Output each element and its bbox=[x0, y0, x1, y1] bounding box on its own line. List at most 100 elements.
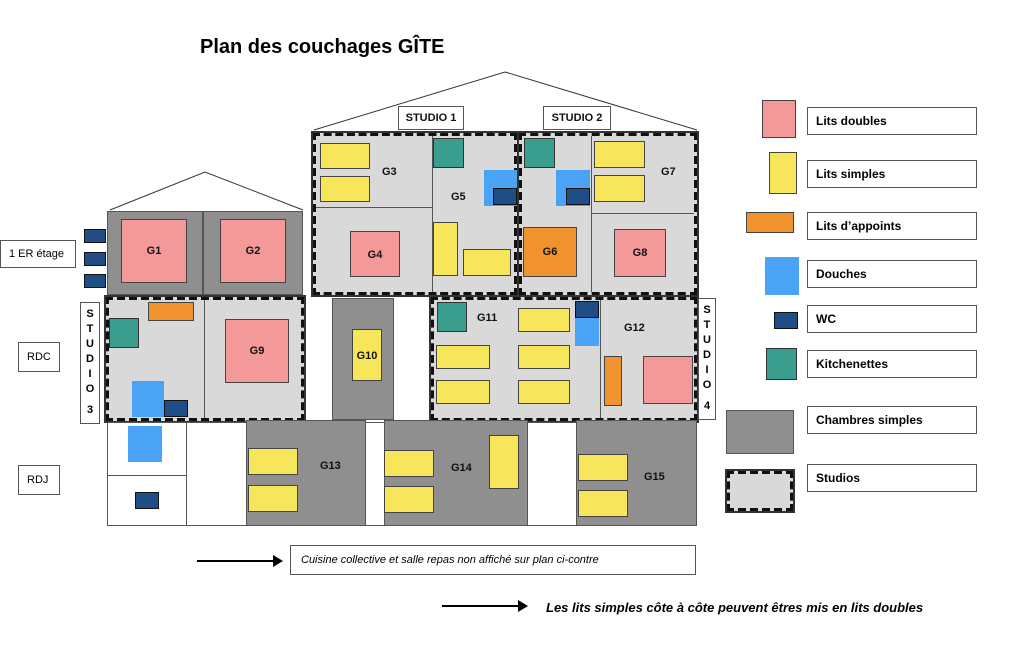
room-label-g7: G7 bbox=[661, 166, 676, 178]
page-title: Plan des couchages GÎTE bbox=[200, 36, 445, 58]
note-lits: Les lits simples côte à côte peuvent êtr… bbox=[546, 599, 924, 615]
room-label-g4: G4 bbox=[350, 231, 400, 277]
roof-label-studio1: STUDIO 1 bbox=[398, 106, 464, 130]
single-bed bbox=[518, 308, 570, 332]
legend-swatch-wc bbox=[774, 312, 798, 329]
single-bed bbox=[436, 345, 490, 369]
arrow-icon bbox=[197, 555, 283, 567]
side-letter: 3 bbox=[86, 404, 94, 416]
legend-studios: Studios bbox=[807, 464, 977, 492]
studio-3-side-label: S T U D I O 3 bbox=[80, 302, 100, 424]
single-bed bbox=[384, 450, 434, 477]
arrow-icon bbox=[442, 600, 528, 612]
wc-icon bbox=[84, 252, 106, 266]
side-letter: U bbox=[703, 334, 711, 346]
side-letter: D bbox=[86, 353, 94, 365]
legend-swatch-kitchenettes bbox=[766, 348, 797, 380]
side-letter: T bbox=[703, 319, 711, 331]
room-label-g15: G15 bbox=[644, 471, 665, 483]
single-bed bbox=[578, 490, 628, 517]
single-bed bbox=[594, 141, 645, 168]
legend-swatch-chambres bbox=[726, 410, 794, 454]
kitchenette-icon bbox=[433, 138, 464, 168]
wc-icon bbox=[135, 492, 159, 509]
legend-kitchenettes: Kitchenettes bbox=[807, 350, 977, 378]
divider bbox=[107, 475, 187, 476]
room-label-g8: G8 bbox=[614, 229, 666, 277]
single-bed bbox=[578, 454, 628, 481]
single-bed bbox=[518, 380, 570, 404]
room-label-g9: G9 bbox=[225, 319, 289, 383]
side-letter: I bbox=[705, 364, 709, 376]
divider bbox=[600, 300, 601, 418]
divider bbox=[204, 300, 205, 418]
wc-icon bbox=[493, 188, 517, 205]
studio-4-side-label: S T U D I O 4 bbox=[698, 298, 716, 420]
note-cuisine: Cuisine collective et salle repas non af… bbox=[290, 545, 696, 575]
side-letter: T bbox=[86, 323, 94, 335]
side-letter: O bbox=[85, 383, 95, 395]
wc-icon bbox=[566, 188, 590, 205]
single-bed bbox=[436, 380, 490, 404]
floor-label-first: 1 ER étage bbox=[0, 240, 76, 268]
room-label-g6: G6 bbox=[523, 227, 577, 277]
double-bed bbox=[643, 356, 693, 404]
legend-swatch-douches bbox=[765, 257, 799, 295]
single-bed bbox=[248, 448, 298, 475]
legend-douches: Douches bbox=[807, 260, 977, 288]
floor-label-rdc: RDC bbox=[18, 342, 60, 372]
single-bed bbox=[463, 249, 511, 276]
wc-icon bbox=[164, 400, 188, 417]
shower-icon bbox=[128, 426, 162, 462]
room-label-g5: G5 bbox=[451, 191, 466, 203]
single-bed bbox=[594, 175, 645, 202]
room-label-g3: G3 bbox=[382, 166, 397, 178]
kitchenette-icon bbox=[524, 138, 555, 168]
legend-appoints: Lits d’appoints bbox=[807, 212, 977, 240]
divider bbox=[186, 422, 187, 526]
legend-doubles: Lits doubles bbox=[807, 107, 977, 135]
room-label-g1: G1 bbox=[121, 219, 187, 283]
side-letter: O bbox=[702, 379, 712, 391]
room-label-g14: G14 bbox=[451, 462, 472, 474]
shower-icon bbox=[132, 381, 164, 417]
divider bbox=[591, 136, 592, 292]
single-bed bbox=[248, 485, 298, 512]
side-letter: D bbox=[703, 349, 711, 361]
single-bed bbox=[320, 176, 370, 202]
shower-icon bbox=[575, 318, 599, 346]
divider bbox=[591, 213, 694, 214]
legend-swatch-appoints bbox=[746, 212, 794, 233]
divider bbox=[432, 136, 433, 292]
side-letter: 4 bbox=[703, 400, 711, 412]
wc-icon bbox=[84, 229, 106, 243]
single-bed bbox=[320, 143, 370, 169]
single-bed bbox=[489, 435, 519, 489]
side-letter: S bbox=[703, 304, 711, 316]
room-label-g12: G12 bbox=[624, 322, 645, 334]
divider bbox=[316, 207, 432, 208]
legend-swatch-studios bbox=[725, 469, 795, 513]
side-letter: S bbox=[86, 308, 94, 320]
extra-bed bbox=[604, 356, 622, 406]
single-bed bbox=[518, 345, 570, 369]
legend-wc: WC bbox=[807, 305, 977, 333]
room-label-g11: G11 bbox=[477, 312, 498, 324]
room-label-g13: G13 bbox=[320, 460, 341, 472]
wc-icon bbox=[575, 301, 599, 318]
legend-simples: Lits simples bbox=[807, 160, 977, 188]
room-label-g2: G2 bbox=[220, 219, 286, 283]
kitchenette-icon bbox=[109, 318, 139, 348]
kitchenette-icon bbox=[437, 302, 467, 332]
floor-label-rdj: RDJ bbox=[18, 465, 60, 495]
single-bed bbox=[433, 222, 458, 276]
roof-label-studio2: STUDIO 2 bbox=[543, 106, 611, 130]
wc-icon bbox=[84, 274, 106, 288]
legend-chambres: Chambres simples bbox=[807, 406, 977, 434]
side-letter: I bbox=[88, 368, 92, 380]
legend-swatch-simples bbox=[769, 152, 797, 194]
side-letter: U bbox=[86, 338, 94, 350]
single-bed bbox=[384, 486, 434, 513]
room-label-g10: G10 bbox=[352, 329, 382, 381]
